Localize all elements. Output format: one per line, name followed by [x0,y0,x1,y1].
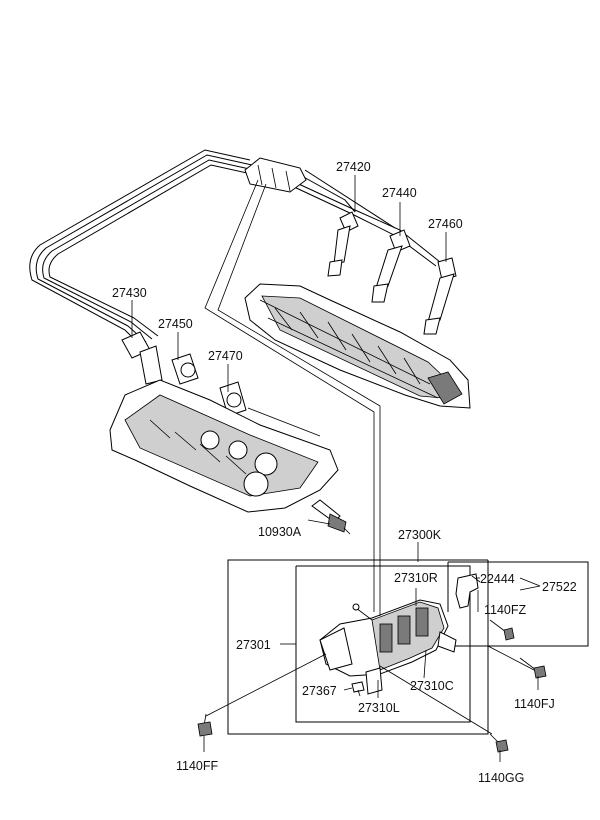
bolt-1140FZ [489,619,515,641]
connector-27367 [351,681,365,697]
label-27310C: 27310C [410,679,454,693]
label-27450: 27450 [158,317,193,331]
bolt-1140FJ [519,657,547,679]
label-22444: 22444 [480,572,515,586]
label-27470: 27470 [208,349,243,363]
label-1140FF: 1140FF [176,759,219,773]
rear-valve-cover [109,379,339,513]
label-27310L: 27310L [358,701,400,715]
front-valve-cover [244,283,471,409]
bolt-1140FF [197,713,213,737]
label-27301: 27301 [236,638,271,652]
label-27367: 27367 [302,684,337,698]
label-27300K: 27300K [398,528,442,542]
part-labels: 27420 27440 27460 27430 27450 27470 1093… [112,160,577,785]
label-27420: 27420 [336,160,371,174]
label-1140FJ: 1140FJ [514,697,555,711]
label-27440: 27440 [382,186,417,200]
label-10930A: 10930A [258,525,302,539]
spark-plug-cable-harness [29,149,457,417]
label-27460: 27460 [428,217,463,231]
label-1140GG: 1140GG [478,771,524,785]
ignition-coil-assembly [319,599,457,695]
ignition-coil-boxes [227,559,589,735]
label-1140FZ: 1140FZ [484,603,527,617]
label-27522: 27522 [542,580,577,594]
bolt-1140GG [489,733,509,753]
leader-lines [131,175,541,762]
spark-plug [311,499,351,535]
coil-bracket [455,573,481,609]
label-27310R: 27310R [394,571,438,585]
label-27430: 27430 [112,286,147,300]
